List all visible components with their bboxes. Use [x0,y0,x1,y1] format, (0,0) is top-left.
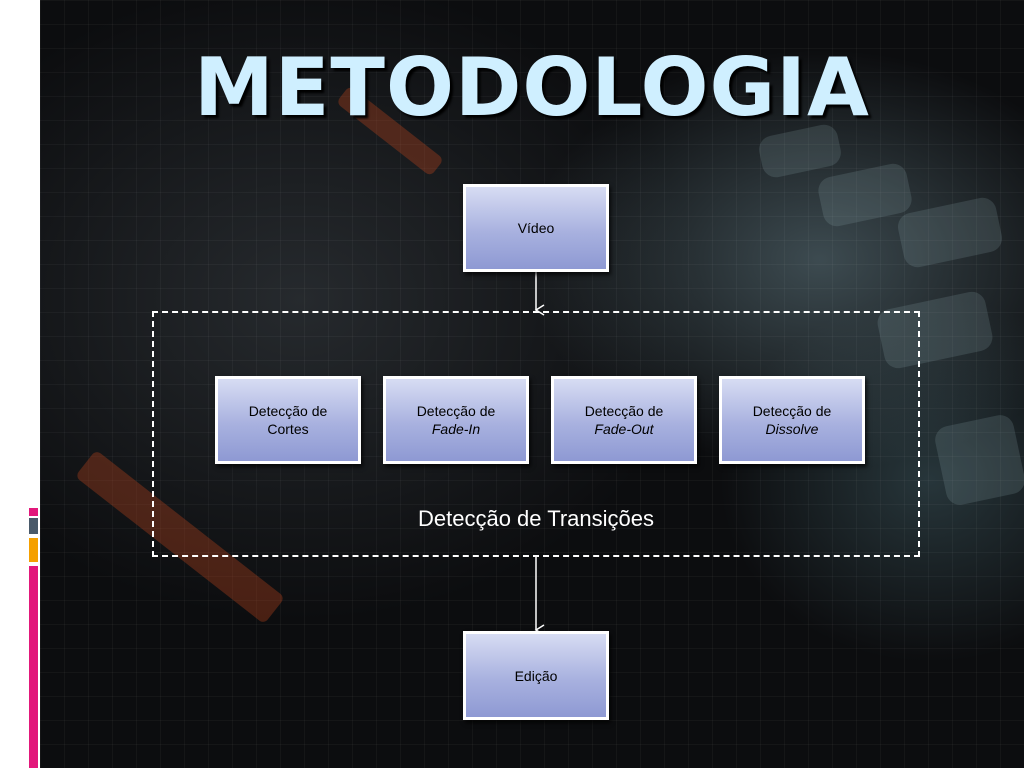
edicao-box-label: Edição [514,667,558,684]
video-box: Vídeo [463,184,609,272]
step-line1: Detecção de [584,403,664,419]
step-line2: Fade-Out [594,421,654,437]
step-line1: Detecção de [752,403,832,419]
step-box-cortes: Detecção de Cortes [215,376,361,464]
edicao-box: Edição [463,631,609,720]
accent-mark-magenta-long [29,566,38,768]
accent-mark-slate [29,518,38,534]
step-line1: Detecção de [248,403,328,419]
accent-mark-orange [29,538,38,562]
group-label: Detecção de Transições [417,506,655,531]
page-title: METODOLOGIA [194,41,870,134]
step-box-dissolve: Detecção de Dissolve [719,376,865,464]
step-line2: Dissolve [765,421,819,437]
transition-detection-group [152,311,920,557]
accent-mark-magenta [29,508,38,516]
step-line1: Detecção de [416,403,496,419]
step-box-fade-in: Detecção de Fade-In [383,376,529,464]
step-line2: Cortes [267,421,309,437]
step-box-fade-out: Detecção de Fade-Out [551,376,697,464]
video-box-label: Vídeo [517,220,555,236]
step-line2: Fade-In [431,421,481,437]
